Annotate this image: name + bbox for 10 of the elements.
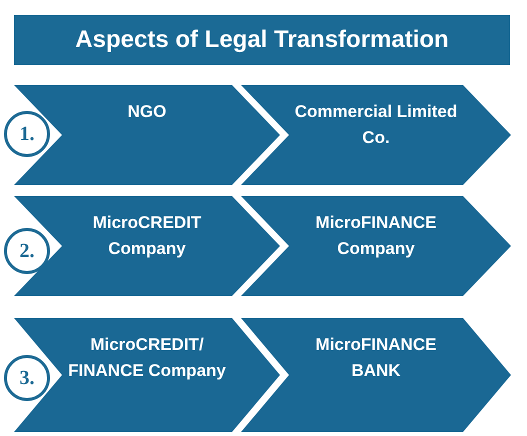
chevron-label: NGO (126, 101, 168, 123)
step-number: 2. (4, 228, 50, 274)
chevron-label: MicroFINANCE BANK (314, 334, 438, 382)
step-number: 1. (4, 111, 50, 157)
chevron-label: MicroCREDIT Company (92, 212, 202, 260)
chevron-label: MicroCREDIT/ FINANCE Company (67, 334, 227, 382)
step-number: 3. (4, 355, 50, 401)
chevron-label: Commercial Limited Co. (294, 101, 458, 149)
chevron-label: MicroFINANCE Company (314, 212, 438, 260)
title-banner: Aspects of Legal Transformation (14, 15, 510, 65)
